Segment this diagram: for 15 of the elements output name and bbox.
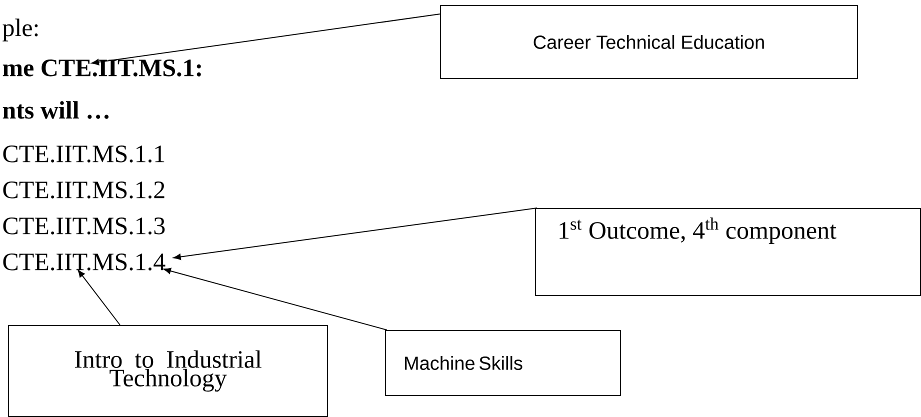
intro-text: ple: <box>2 18 38 42</box>
heading-text: nts will … <box>2 101 109 119</box>
code-line: CTE.IIT.MS.1.4 <box>3 254 166 270</box>
leader-arrow <box>78 270 121 326</box>
label-box: Career Technical Education <box>440 5 858 79</box>
label-box: Intro to Industrial Technology <box>8 325 328 417</box>
leader-arrow <box>91 14 440 66</box>
leader-arrow <box>173 208 538 260</box>
code-line: CTE.IIT.MS.1.3 <box>3 218 165 234</box>
label-box: 1$^{st}$ Outcome, 4$^{th}$ component <box>535 208 921 296</box>
code-line: CTE.IIT.MS.1.1 <box>3 146 164 162</box>
code-line: CTE.IIT.MS.1.2 <box>3 182 164 198</box>
code-line: me CTE.IIT.MS.1: <box>2 60 201 76</box>
label-box: Machine Skills <box>385 330 621 396</box>
leader-arrow <box>163 268 388 330</box>
